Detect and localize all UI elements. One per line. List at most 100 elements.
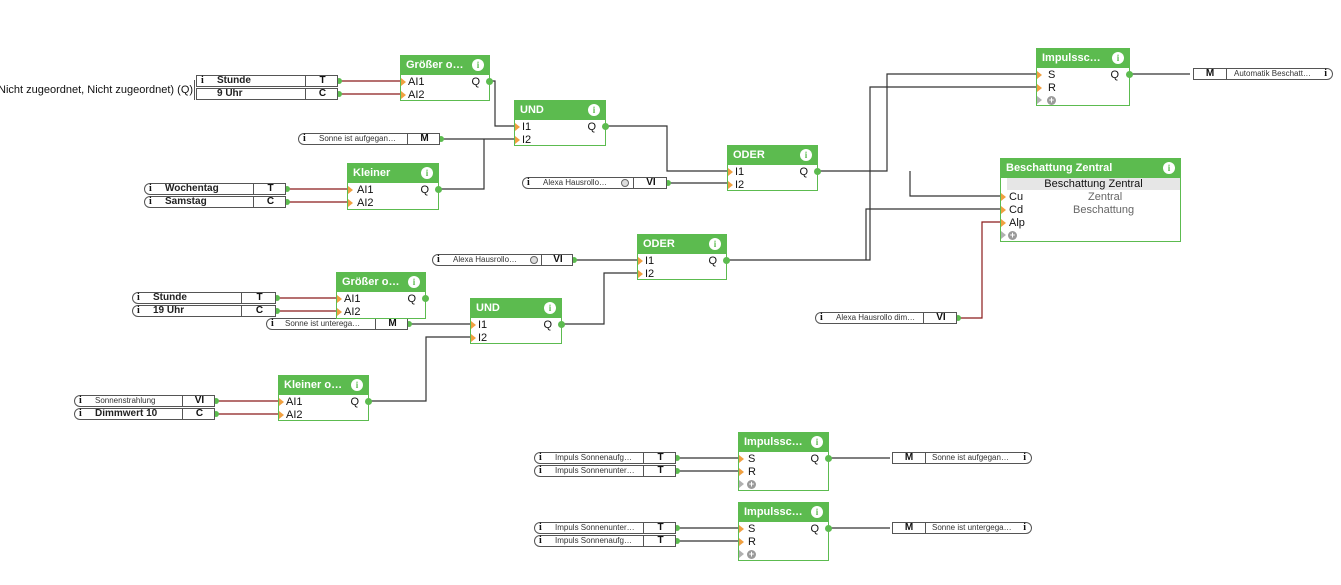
input-arrow-icon xyxy=(638,257,643,265)
block-impulsschalter-2[interactable]: Impulssc… i S R + Q xyxy=(738,432,832,491)
block-beschattung-zentral[interactable]: Beschattung Zentral i Beschattung Zentra… xyxy=(1000,158,1181,242)
ext-impuls-sonnenuntergang-1[interactable]: i Impuls Sonnenunter… T xyxy=(534,465,676,477)
block-impulsschalter-3[interactable]: Impulssc… i S R + Q xyxy=(738,502,832,561)
ext-stunde-1[interactable]: i Stunde T xyxy=(196,75,338,87)
info-icon[interactable]: i xyxy=(527,177,530,188)
output-port[interactable] xyxy=(1126,71,1133,78)
ext-tag: VI xyxy=(923,312,958,324)
pin-r: R xyxy=(748,466,756,478)
info-icon[interactable]: i xyxy=(421,167,433,179)
ext-impuls-sonnenaufgang-2[interactable]: i Impuls Sonnenaufg… T xyxy=(534,535,676,547)
block-oder-1[interactable]: ODER i I1 I2 Q xyxy=(727,145,821,191)
ext-19-uhr[interactable]: i 19 Uhr C xyxy=(132,305,276,317)
info-icon[interactable]: i xyxy=(539,465,542,476)
ext-alexa-hausrollo-1[interactable]: i Alexa Hausrollo… VI xyxy=(522,177,667,189)
info-icon[interactable]: i xyxy=(79,408,82,419)
info-icon[interactable]: i xyxy=(588,104,600,116)
ext-automatik-beschattung[interactable]: M Automatik Beschatt… i xyxy=(1193,68,1333,80)
status-ring-icon xyxy=(530,256,538,264)
block-und-2[interactable]: UND i I1 I2 Q xyxy=(470,298,565,344)
output-port[interactable] xyxy=(723,257,730,264)
info-icon[interactable]: i xyxy=(201,75,204,86)
info-icon[interactable]: i xyxy=(149,196,152,207)
ext-label: Sonne ist aufgegan… xyxy=(932,453,1009,462)
pin-ai2: AI2 xyxy=(408,89,425,101)
output-port[interactable] xyxy=(814,168,821,175)
pin-q: Q xyxy=(799,166,808,178)
block-kleiner-2[interactable]: Kleiner o… i AI1 AI2 Q xyxy=(278,375,372,421)
info-icon[interactable]: i xyxy=(1163,162,1175,174)
pin-r: R xyxy=(1048,82,1056,94)
info-icon[interactable]: i xyxy=(472,59,484,71)
block-groesser-2[interactable]: Größer o… i AI1 AI2 Q xyxy=(336,272,429,319)
ext-dimmwert[interactable]: i Dimmwert 10 C xyxy=(74,408,215,420)
ext-tag: M xyxy=(407,133,441,145)
ext-sonne-aufgegangen-out[interactable]: M Sonne ist aufgegan… i xyxy=(892,452,1032,464)
block-title: Größer o… xyxy=(337,273,425,292)
ext-samstag[interactable]: i Samstag C xyxy=(144,196,286,208)
info-icon[interactable]: i xyxy=(271,318,274,329)
add-input-icon[interactable]: + xyxy=(747,549,756,559)
info-icon[interactable]: i xyxy=(820,312,823,323)
input-arrow-icon xyxy=(1001,206,1006,214)
info-icon[interactable]: i xyxy=(437,254,440,265)
info-icon[interactable]: i xyxy=(539,522,542,533)
info-icon[interactable]: i xyxy=(544,302,556,314)
info-icon[interactable]: i xyxy=(800,149,812,161)
ext-alexa-hausrollo-dimm[interactable]: i Alexa Hausrollo dim… VI xyxy=(815,312,957,324)
info-icon[interactable]: i xyxy=(351,379,363,391)
add-input-icon[interactable]: + xyxy=(747,479,756,489)
block-und-1[interactable]: UND i I1 I2 Q xyxy=(514,100,609,146)
input-arrow-icon xyxy=(739,538,744,546)
info-icon[interactable]: i xyxy=(811,436,823,448)
add-input-icon[interactable]: + xyxy=(1008,230,1017,240)
ext-sonnenstrahlung[interactable]: i Sonnenstrahlung VI xyxy=(74,395,215,407)
pin-s: S xyxy=(748,523,756,535)
block-kleiner-1[interactable]: Kleiner i AI1 AI2 Q xyxy=(347,163,442,210)
output-port[interactable] xyxy=(422,295,429,302)
info-icon[interactable]: i xyxy=(137,292,140,303)
pin-s: S xyxy=(1048,69,1056,81)
info-icon[interactable]: i xyxy=(539,535,542,546)
info-icon[interactable]: i xyxy=(303,133,306,144)
ext-tag: T xyxy=(241,292,277,304)
block-groesser-1[interactable]: Größer o… i AI1 AI2 Q xyxy=(400,55,493,101)
info-icon[interactable]: i xyxy=(539,452,542,463)
info-icon[interactable]: i xyxy=(811,506,823,518)
ext-label: Impuls Sonnenunter… xyxy=(555,523,635,532)
input-arrow-icon xyxy=(337,295,342,303)
output-port[interactable] xyxy=(365,398,372,405)
ext-stunde-2[interactable]: i Stunde T xyxy=(132,292,276,304)
ext-sonne-untergegangen[interactable]: i Sonne ist unterega… M xyxy=(266,318,408,330)
output-port[interactable] xyxy=(825,455,832,462)
pin-ai1: AI1 xyxy=(357,184,374,196)
output-port[interactable] xyxy=(825,525,832,532)
info-icon[interactable]: i xyxy=(709,238,721,250)
info-icon[interactable]: i xyxy=(1023,452,1026,463)
ext-9-uhr[interactable]: 9 Uhr C xyxy=(196,88,338,100)
ext-alexa-hausrollo-2[interactable]: i Alexa Hausrollo… VI xyxy=(432,254,573,266)
info-icon[interactable]: i xyxy=(1324,68,1327,79)
ext-impuls-sonnenaufgang-1[interactable]: i Impuls Sonnenaufg… T xyxy=(534,452,676,464)
info-icon[interactable]: i xyxy=(149,183,152,194)
info-icon[interactable]: i xyxy=(79,395,82,406)
block-oder-2[interactable]: ODER i I1 I2 Q xyxy=(637,234,730,280)
block-impulsschalter-1[interactable]: Impulssc… i S R + Q xyxy=(1036,48,1133,106)
ext-sonne-untergegangen-out[interactable]: M Sonne ist untergega… i xyxy=(892,522,1032,534)
output-port[interactable] xyxy=(486,78,493,85)
ext-sonne-aufgegangen[interactable]: i Sonne ist aufgegan… M xyxy=(298,133,440,145)
output-port[interactable] xyxy=(435,186,442,193)
info-icon[interactable]: i xyxy=(408,276,420,288)
ext-tag: C xyxy=(182,408,216,420)
output-port[interactable] xyxy=(602,123,609,130)
add-input-icon[interactable]: + xyxy=(1047,95,1056,105)
pin-q: Q xyxy=(350,396,359,408)
pin-i1: I1 xyxy=(735,166,745,178)
info-icon[interactable]: i xyxy=(1112,52,1124,64)
output-port[interactable] xyxy=(558,321,565,328)
info-icon[interactable]: i xyxy=(137,305,140,316)
ext-tag: VI xyxy=(182,395,216,407)
ext-impuls-sonnenuntergang-2[interactable]: i Impuls Sonnenunter… T xyxy=(534,522,676,534)
info-icon[interactable]: i xyxy=(1023,522,1026,533)
ext-wochentag[interactable]: i Wochentag T xyxy=(144,183,286,195)
